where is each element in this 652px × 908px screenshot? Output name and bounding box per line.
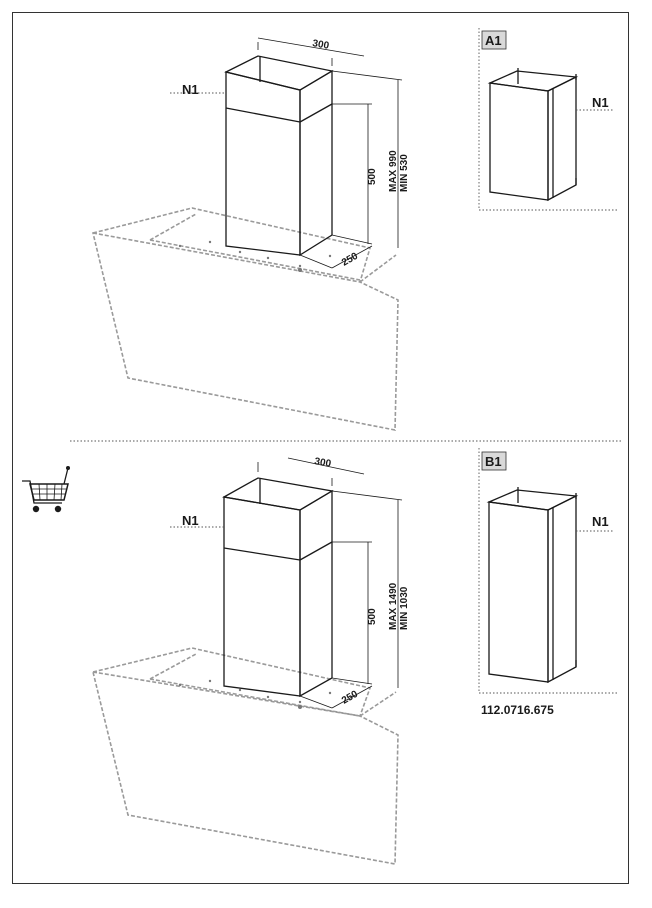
bottom-chimney bbox=[222, 477, 334, 698]
bottom-dim-lower: 500 bbox=[367, 608, 378, 625]
inset-b1: B1 N1 112.0716.675 bbox=[478, 448, 617, 717]
inset-b1-chimney bbox=[486, 487, 614, 684]
top-dim-depth: 250 bbox=[340, 251, 360, 269]
part-number: 112.0716.675 bbox=[481, 703, 554, 717]
top-dim-lower: 500 bbox=[367, 168, 378, 185]
top-dim-min: MIN 530 bbox=[399, 154, 410, 192]
bottom-dimension-lines bbox=[170, 457, 403, 709]
top-chimney bbox=[224, 55, 334, 257]
inset-b1-label-n1: N1 bbox=[592, 514, 609, 529]
bottom-dim-depth: 250 bbox=[340, 689, 360, 707]
inset-a1-chimney bbox=[487, 68, 614, 202]
top-dimension-lines bbox=[170, 37, 403, 269]
top-label-n1: N1 bbox=[182, 82, 199, 97]
shopping-cart-icon bbox=[22, 466, 70, 513]
top-dim-width: 300 bbox=[311, 38, 330, 52]
bottom-dim-min: MIN 1030 bbox=[399, 586, 410, 630]
bottom-dim-width: 300 bbox=[313, 456, 332, 470]
top-dim-max: MAX 990 bbox=[388, 150, 399, 192]
bottom-dim-max: MAX 1490 bbox=[388, 582, 399, 630]
inset-a1: A1 N1 bbox=[478, 28, 617, 211]
inset-a1-badge-box bbox=[481, 30, 507, 50]
top-hood-panel bbox=[92, 207, 399, 431]
inset-a1-label-n1: N1 bbox=[592, 95, 609, 110]
inset-b1-badge: B1 bbox=[485, 454, 502, 469]
bottom-label-n1: N1 bbox=[182, 513, 199, 528]
inset-b1-badge-box bbox=[481, 451, 507, 471]
top-hood-drawing: N1 300 250 500 MAX 990 MIN 530 bbox=[92, 37, 410, 431]
bottom-hood-panel bbox=[92, 647, 399, 865]
bottom-hood-drawing: N1 300 250 500 MAX 1490 MIN 1030 bbox=[92, 456, 410, 865]
inset-a1-badge: A1 bbox=[485, 33, 502, 48]
page-frame bbox=[12, 12, 629, 884]
